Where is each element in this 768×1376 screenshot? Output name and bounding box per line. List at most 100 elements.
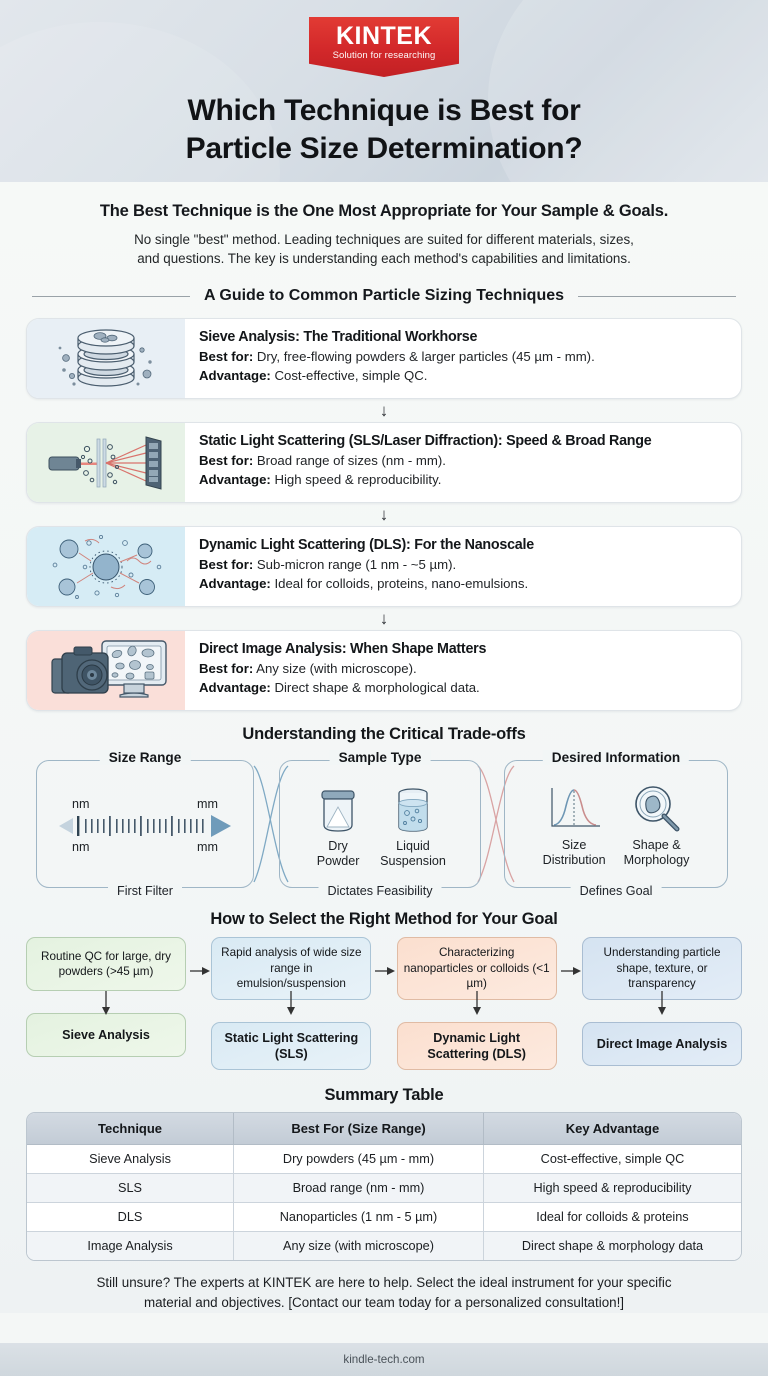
card-best-for: Best for: Dry, free-flowing powders & la…	[199, 347, 727, 366]
card-advantage: Advantage: High speed & reproducibility.	[199, 470, 727, 489]
footer-site: kindle-tech.com	[343, 1353, 425, 1366]
item-caption: Shape & Morphology	[624, 838, 690, 868]
panel-label: Size Range	[99, 750, 191, 765]
card-advantage-label: Advantage:	[199, 576, 271, 591]
cta-line1: Still unsure? The experts at KINTEK are …	[96, 1274, 672, 1290]
selector-row: Routine QC for large, dry powders (>45 µ…	[26, 937, 742, 1070]
column-header-technique: Technique	[27, 1112, 235, 1145]
card-advantage: Advantage: Direct shape & morphological …	[199, 678, 727, 697]
method-box[interactable]: Sieve Analysis	[26, 1013, 186, 1057]
sample-type-dry-powder: Dry Powder	[314, 783, 362, 869]
intro-block: The Best Technique is the One Most Appro…	[26, 182, 742, 268]
caption-line2: Suspension	[380, 854, 446, 868]
table-row: Sieve Analysis Dry powders (45 µm - mm) …	[27, 1144, 741, 1174]
panel-footer: Defines Goal	[570, 884, 662, 898]
method-box[interactable]: Dynamic Light Scattering (DLS)	[396, 1021, 557, 1070]
item-caption: Liquid Suspension	[380, 839, 446, 869]
panel-content: Dry Powder	[279, 760, 481, 888]
card-best-for-label: Best for:	[199, 557, 254, 572]
kintek-logo: KINTEK Solution for researching	[309, 17, 459, 77]
divider-left	[32, 295, 190, 297]
cta-block: Still unsure? The experts at KINTEK are …	[26, 1261, 742, 1313]
right-arrow-icon	[190, 967, 210, 975]
card-title: Dynamic Light Scattering (DLS): For the …	[199, 537, 534, 553]
guide-heading-text: A Guide to Common Particle Sizing Techni…	[203, 287, 565, 304]
tradeoffs-heading: Understanding the Critical Trade-offs	[242, 725, 526, 743]
scale-ruler-icon	[59, 815, 231, 837]
camera-monitor-icon	[27, 631, 185, 710]
cell-best-for: Any size (with microscope)	[234, 1231, 484, 1260]
page-header: KINTEK Solution for researching Which Te…	[0, 0, 768, 322]
intro-subtext-line1: No single "best" method. Leading techniq…	[134, 232, 634, 247]
item-caption: Size Distribution	[543, 838, 606, 868]
laser-diffraction-icon	[27, 423, 185, 502]
selector-column-1: Routine QC for large, dry powders (>45 µ…	[26, 937, 210, 1057]
card-advantage-value: Ideal for colloids, proteins, nano-emuls…	[270, 576, 529, 591]
page-footer: kindle-tech.com	[0, 1343, 768, 1376]
cell-best-for: Broad range (nm - mm)	[234, 1173, 484, 1203]
intro-subtext: No single "best" method. Leading techniq…	[64, 230, 704, 268]
item-caption: Dry Powder	[317, 839, 360, 869]
card-best-for-value: Broad range of sizes (nm - mm).	[253, 453, 446, 468]
panel-label: Sample Type	[329, 750, 431, 765]
table-row: DLS Nanoparticles (1 nm - 5 µm) Ideal fo…	[27, 1202, 741, 1232]
scale-bottom-labels: nm mm	[72, 840, 218, 855]
panel-label: Desired Information	[542, 750, 690, 765]
distribution-curve-icon	[551, 788, 601, 827]
method-box[interactable]: Direct Image Analysis	[581, 1021, 742, 1066]
divider-right	[578, 295, 737, 297]
goal-box[interactable]: Routine QC for large, dry powders (>45 µ…	[26, 937, 186, 991]
card-title: Direct Image Analysis: When Shape Matter…	[199, 641, 487, 657]
technique-card-body: Static Light Scattering (SLS/Laser Diffr…	[185, 423, 741, 502]
liquid-suspension-beaker-icon	[398, 788, 428, 832]
page-title: Which Technique is Best for Particle Siz…	[186, 92, 583, 168]
card-best-for: Best for: Any size (with microscope).	[199, 659, 727, 678]
flow-arrow-1: ↓	[379, 401, 389, 420]
size-range-scale: nm mm	[36, 797, 254, 855]
card-best-for: Best for: Broad range of sizes (nm - mm)…	[199, 451, 727, 470]
technique-card-body: Dynamic Light Scattering (DLS): For the …	[185, 527, 741, 606]
cell-technique: Image Analysis	[27, 1231, 235, 1260]
method-box[interactable]: Static Light Scattering (SLS)	[211, 1021, 372, 1070]
selector-column-3: Characterizing nanoparticles or colloids…	[396, 937, 581, 1070]
goal-box[interactable]: Characterizing nanoparticles or colloids…	[396, 937, 557, 1000]
caption-line2: Distribution	[542, 853, 606, 867]
column-header-key-advantage: Key Advantage	[483, 1112, 741, 1145]
selector-heading: How to Select the Right Method for Your …	[210, 910, 558, 928]
panel-footer: Dictates Feasibility	[318, 884, 442, 898]
card-advantage-value: High speed & reproducibility.	[270, 472, 442, 487]
technique-card-sls[interactable]: Static Light Scattering (SLS/Laser Diffr…	[26, 422, 742, 503]
tradeoffs-diagram: Size Range First Filter nm mm	[26, 748, 742, 898]
cell-advantage: Ideal for colloids & proteins	[483, 1202, 741, 1232]
cell-technique: SLS	[27, 1173, 235, 1203]
technique-card-dls[interactable]: Dynamic Light Scattering (DLS): For the …	[26, 526, 742, 607]
technique-card-body: Direct Image Analysis: When Shape Matter…	[185, 631, 741, 710]
goal-box[interactable]: Rapid analysis of wide size range in emu…	[211, 937, 372, 1000]
caption-line2: Morphology	[623, 853, 690, 867]
caption-line2: Powder	[316, 854, 360, 868]
brownian-particles-icon	[27, 527, 185, 606]
caption-line1: Shape &	[632, 838, 681, 852]
card-best-for-label: Best for:	[199, 661, 254, 676]
technique-card-sieve[interactable]: Sieve Analysis: The Traditional Workhors…	[26, 318, 742, 399]
goal-box[interactable]: Understanding particle shape, texture, o…	[581, 937, 742, 1000]
page-title-line1: Which Technique is Best for	[187, 94, 581, 127]
table-row: Image Analysis Any size (with microscope…	[27, 1231, 741, 1260]
card-best-for-value: Sub-micron range (1 nm - ~5 µm).	[253, 557, 457, 572]
flow-arrow-3: ↓	[379, 609, 389, 628]
card-advantage-value: Direct shape & morphological data.	[270, 680, 480, 695]
card-best-for-value: Any size (with microscope).	[253, 661, 417, 676]
cell-best-for: Nanoparticles (1 nm - 5 µm)	[234, 1202, 484, 1232]
tradeoff-panel-desired-information: Desired Information Defines Goal Size Di…	[504, 750, 728, 898]
scale-top-labels: nm mm	[72, 797, 218, 812]
card-advantage-label: Advantage:	[199, 680, 271, 695]
tradeoff-panel-size-range: Size Range First Filter nm mm	[36, 750, 254, 898]
table-row: SLS Broad range (nm - mm) High speed & r…	[27, 1173, 741, 1203]
card-best-for-value: Dry, free-flowing powders & larger parti…	[253, 349, 595, 364]
technique-card-image-analysis[interactable]: Direct Image Analysis: When Shape Matter…	[26, 630, 742, 711]
technique-card-body: Sieve Analysis: The Traditional Workhors…	[185, 319, 741, 398]
caption-line1: Dry	[328, 839, 348, 853]
panel-footer: First Filter	[108, 884, 182, 898]
scale-top-right: mm	[197, 797, 218, 811]
cta-line2: material and objectives. [Contact our te…	[143, 1294, 625, 1310]
